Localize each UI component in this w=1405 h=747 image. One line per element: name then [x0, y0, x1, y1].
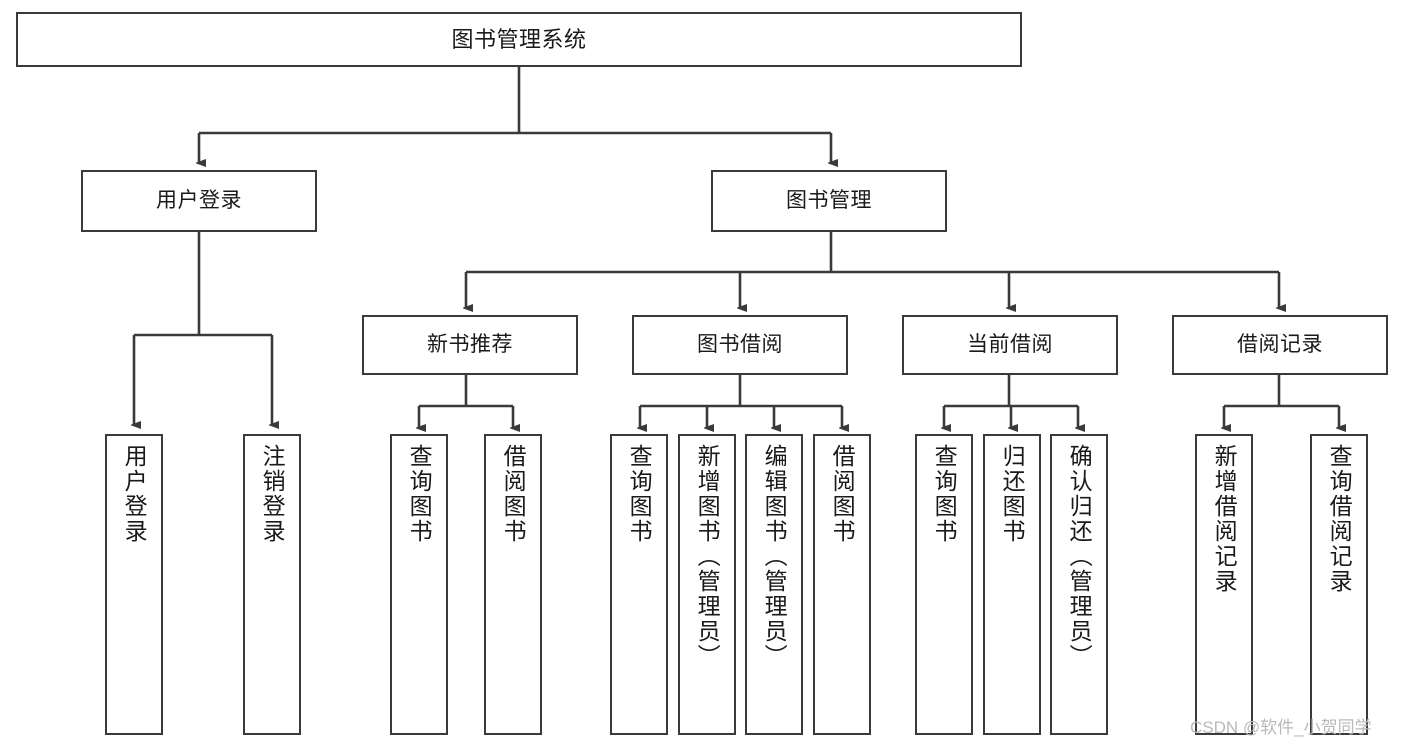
node-leaf-user-login[interactable]: 用户登录: [105, 434, 163, 735]
node-label: 当前借阅: [967, 332, 1053, 356]
node-label: 确认归还（管理员）: [1066, 444, 1093, 669]
node-label: 查询图书: [931, 444, 958, 544]
node-label: 图书管理系统: [451, 26, 587, 52]
node-label: 借阅图书: [829, 444, 856, 544]
node-label: 用户登录: [121, 444, 148, 544]
node-leaf-add-book-admin[interactable]: 新增图书（管理员）: [678, 434, 736, 735]
node-leaf-borrow-book-recommend[interactable]: 借阅图书: [484, 434, 542, 735]
node-label: 新增借阅记录: [1211, 444, 1238, 594]
node-label: 编辑图书（管理员）: [761, 444, 788, 669]
node-root-library-system[interactable]: 图书管理系统: [16, 12, 1022, 67]
node-leaf-borrow-book[interactable]: 借阅图书: [813, 434, 871, 735]
node-label: 查询图书: [626, 444, 653, 544]
node-leaf-query-borrow-record[interactable]: 查询借阅记录: [1310, 434, 1368, 735]
node-label: 查询借阅记录: [1326, 444, 1353, 594]
node-leaf-query-book-recommend[interactable]: 查询图书: [390, 434, 448, 735]
node-leaf-edit-book-admin[interactable]: 编辑图书（管理员）: [745, 434, 803, 735]
node-label: 查询图书: [406, 444, 433, 544]
node-borrow-record[interactable]: 借阅记录: [1172, 315, 1388, 375]
node-new-book-recommend[interactable]: 新书推荐: [362, 315, 578, 375]
node-leaf-user-logout[interactable]: 注销登录: [243, 434, 301, 735]
node-current-borrow[interactable]: 当前借阅: [902, 315, 1118, 375]
node-label: 新增图书（管理员）: [694, 444, 721, 669]
node-book-borrow[interactable]: 图书借阅: [632, 315, 848, 375]
node-leaf-add-borrow-record[interactable]: 新增借阅记录: [1195, 434, 1253, 735]
node-label: 借阅图书: [500, 444, 527, 544]
node-leaf-query-book-current[interactable]: 查询图书: [915, 434, 973, 735]
csdn-watermark: CSDN @软件_小贺同学: [1190, 718, 1372, 737]
node-label: 新书推荐: [427, 332, 513, 356]
node-leaf-query-book-borrow[interactable]: 查询图书: [610, 434, 668, 735]
node-label: 借阅记录: [1237, 332, 1323, 356]
node-label: 用户登录: [156, 188, 242, 212]
node-leaf-confirm-return-admin[interactable]: 确认归还（管理员）: [1050, 434, 1108, 735]
node-label: 图书管理: [786, 188, 872, 212]
node-label: 图书借阅: [697, 332, 783, 356]
node-leaf-return-book[interactable]: 归还图书: [983, 434, 1041, 735]
node-user-login[interactable]: 用户登录: [81, 170, 317, 232]
node-label: 归还图书: [999, 444, 1026, 544]
node-book-management[interactable]: 图书管理: [711, 170, 947, 232]
node-label: 注销登录: [259, 444, 286, 544]
